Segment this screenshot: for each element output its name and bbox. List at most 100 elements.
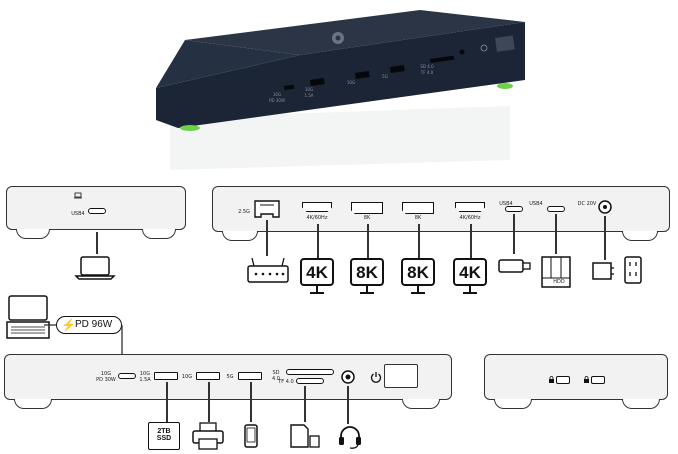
dock-photo-graphic xyxy=(156,10,525,170)
front-usba-port-1[interactable] xyxy=(154,372,178,380)
left-foot xyxy=(16,229,50,239)
ssd-icon: 2TB SSD xyxy=(148,422,180,450)
dc-label: DC 20V xyxy=(577,201,597,207)
front-usba3-label: 5G xyxy=(226,374,234,380)
front-left-foot xyxy=(14,399,52,409)
pd-badge: ⚡ PD 96W xyxy=(56,316,122,334)
connector-line xyxy=(166,382,168,422)
rear-view xyxy=(212,186,670,232)
displayport-1[interactable] xyxy=(351,202,383,214)
monitor-base xyxy=(310,292,324,294)
usb4-label-rear-1: USB4 xyxy=(499,201,513,207)
lightning-icon: ⚡ xyxy=(61,318,76,332)
security-slot-2[interactable] xyxy=(591,376,605,384)
right-view-right-foot xyxy=(622,399,660,409)
router-icon xyxy=(247,257,289,283)
lock-icon-1 xyxy=(549,376,554,383)
tf-label: TF 4.0 xyxy=(278,379,294,385)
displayport-2-label: 8K xyxy=(414,215,422,221)
monitor-stand xyxy=(366,286,368,292)
usb4-port-left[interactable] xyxy=(88,208,106,214)
wall-outlet-icon xyxy=(624,256,642,284)
connector-line xyxy=(304,386,306,422)
monitor-stand xyxy=(469,286,471,292)
hdmi-port-1-label: 4K/60Hz xyxy=(306,215,328,221)
security-slot-1[interactable] xyxy=(556,376,570,384)
front-right-foot xyxy=(402,399,440,409)
connector-line xyxy=(266,220,268,256)
ssd-label-1: 2TB xyxy=(157,428,171,435)
usb4-label-left: USB4 xyxy=(71,211,85,217)
usb-drive-icon xyxy=(498,259,531,273)
sd-card-icon xyxy=(290,424,320,448)
monitor-base xyxy=(463,292,477,294)
display-4k-badge-1: 4K xyxy=(300,258,334,286)
ssd-label-2: SSD xyxy=(156,435,172,442)
display-window xyxy=(384,364,418,388)
monitor-base xyxy=(411,292,425,294)
monitor-stand xyxy=(417,286,419,292)
front-usbc-port[interactable] xyxy=(118,373,136,379)
hdmi-port-1[interactable] xyxy=(302,202,332,212)
monitor-stand xyxy=(316,286,318,292)
ethernet-label: 2.5G xyxy=(238,209,250,215)
connector-line xyxy=(347,386,349,424)
printer-icon xyxy=(192,422,224,450)
lock-icon-2 xyxy=(584,376,589,383)
connector-line xyxy=(250,382,252,422)
front-usba-port-2[interactable] xyxy=(196,372,220,380)
rear-right-foot xyxy=(622,231,658,241)
phone-icon xyxy=(244,424,258,448)
pd-connector xyxy=(44,324,123,355)
displayport-1-label: 8K xyxy=(363,215,371,221)
display-8k-badge-1: 8K xyxy=(350,258,384,286)
audio-jack[interactable] xyxy=(341,370,355,384)
usb4-port-rear-1[interactable] xyxy=(505,206,523,212)
headset-icon xyxy=(339,426,361,449)
front-usba2-label: 10G xyxy=(181,374,193,380)
monitor-base xyxy=(360,292,374,294)
photo-port-label-usba3: 5G xyxy=(382,74,388,79)
hdmi-port-2[interactable] xyxy=(455,202,485,212)
power-button[interactable] xyxy=(370,371,382,383)
tf-slot[interactable] xyxy=(296,378,324,384)
right-side-view xyxy=(484,354,668,400)
display-4k-badge-2: 4K xyxy=(453,258,487,286)
rear-left-foot xyxy=(222,231,258,241)
hdd-icon xyxy=(541,256,571,288)
sd-slot[interactable] xyxy=(286,369,334,375)
connector-line xyxy=(470,224,472,258)
hdd-label: HDD xyxy=(553,279,565,285)
connector-line xyxy=(317,224,319,258)
connector-line xyxy=(96,232,98,254)
display-8k-badge-2: 8K xyxy=(401,258,435,286)
right-view-left-foot xyxy=(494,399,532,409)
front-view xyxy=(4,354,452,400)
pd-badge-text: PD 96W xyxy=(75,319,113,330)
right-foot xyxy=(142,229,176,239)
hdmi-port-2-label: 4K/60Hz xyxy=(459,215,481,221)
sd-label: SD 4.0 xyxy=(272,370,280,382)
usb4-label-rear-2: USB4 xyxy=(529,201,543,207)
connector-line xyxy=(513,214,515,254)
connector-line xyxy=(208,382,210,422)
connector-line xyxy=(418,224,420,258)
dc-port[interactable] xyxy=(598,200,612,214)
usb4-port-rear-2[interactable] xyxy=(547,206,565,212)
laptop-icon xyxy=(74,256,116,280)
ethernet-port[interactable] xyxy=(254,200,280,218)
power-adapter-icon xyxy=(592,262,614,280)
connector-line xyxy=(604,216,606,260)
photo-port-label-usba2: 10G xyxy=(346,80,356,85)
connector-line xyxy=(367,224,369,258)
front-usba-port-3[interactable] xyxy=(238,372,262,380)
laptop-small-icon xyxy=(74,192,82,199)
displayport-2[interactable] xyxy=(402,202,434,214)
connector-line xyxy=(555,214,557,254)
